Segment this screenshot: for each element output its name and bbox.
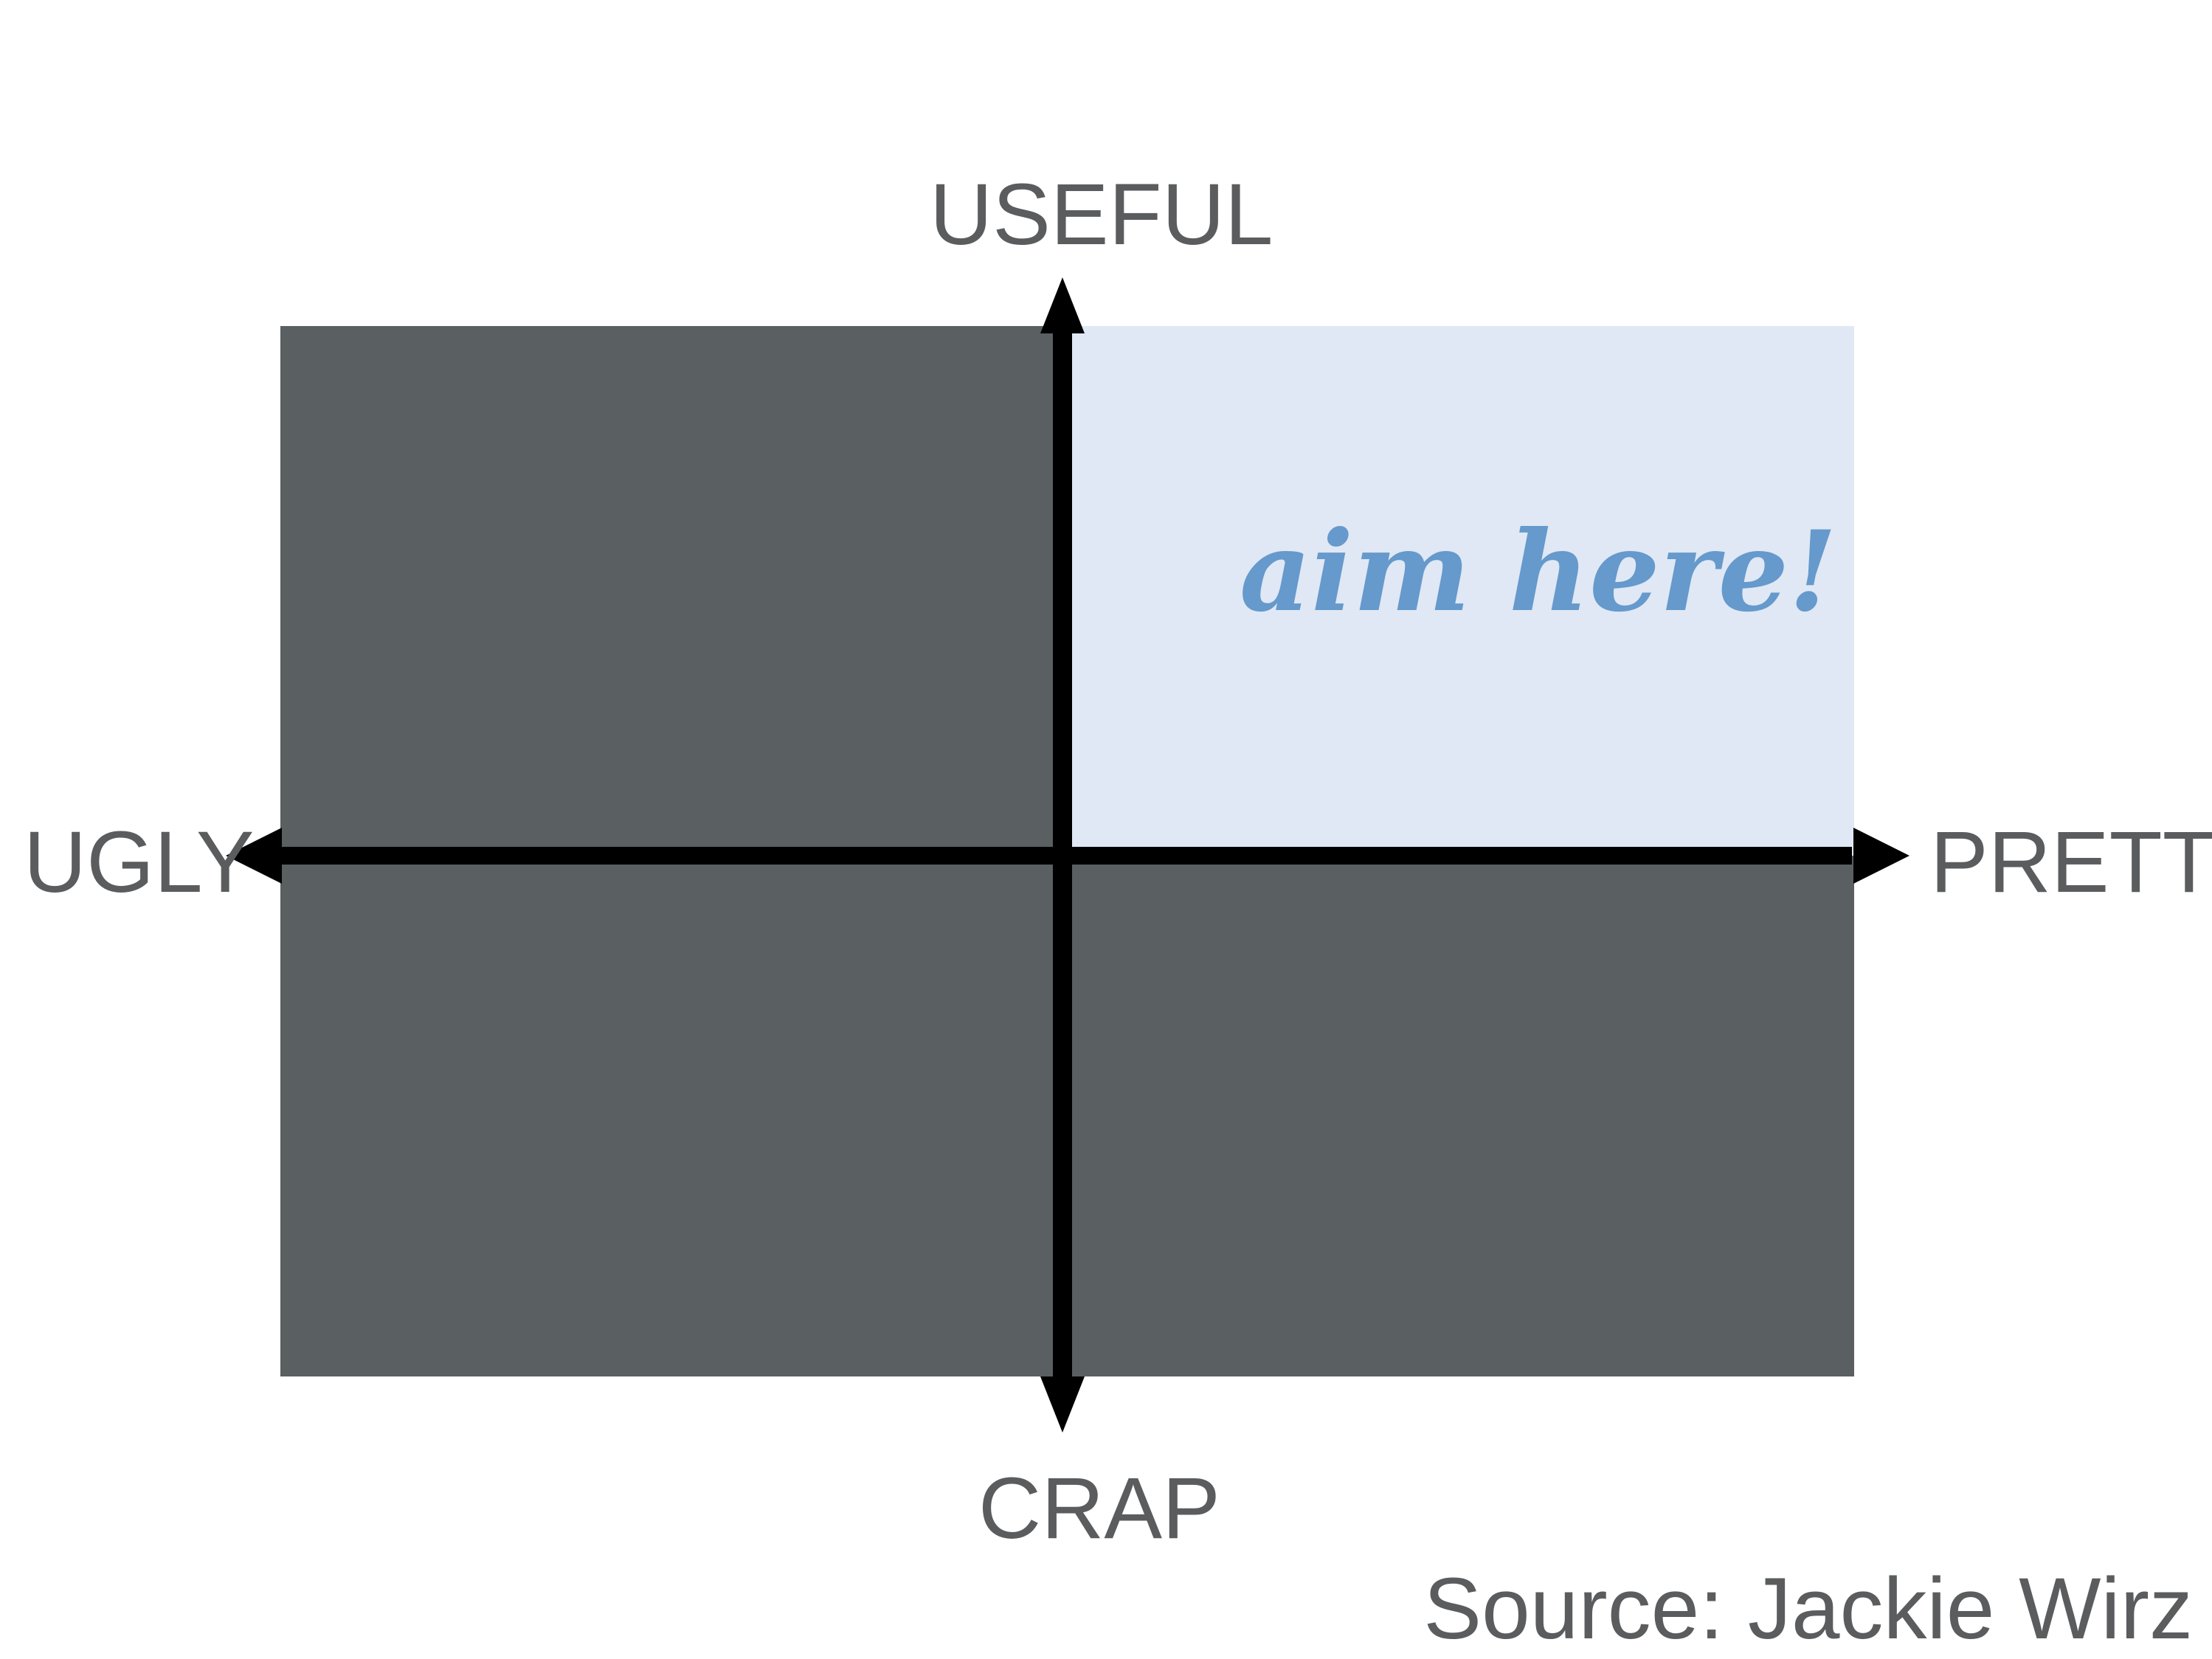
- axis-label-crap: CRAP: [978, 1460, 1220, 1557]
- quadrant-top-left: [280, 326, 1062, 856]
- axis-label-useful: USEFUL: [930, 166, 1273, 263]
- quadrant-bottom-left: [280, 856, 1062, 1376]
- arrow-up-icon: [1040, 277, 1085, 333]
- quadrant-top-right: [1062, 326, 1854, 856]
- axis-label-pretty: PRETTY: [1930, 814, 2212, 911]
- arrow-down-icon: [1040, 1376, 1085, 1433]
- source-credit: Source: Jackie Wirz: [1423, 1560, 2193, 1658]
- arrow-left-icon: [226, 828, 282, 884]
- axis-label-ugly: UGLY: [24, 814, 255, 911]
- horizontal-axis-line: [280, 847, 1852, 865]
- arrow-right-icon: [1853, 828, 1909, 884]
- aim-here-callout: aim here!: [1240, 507, 1837, 637]
- quadrant-bottom-right: [1062, 856, 1854, 1376]
